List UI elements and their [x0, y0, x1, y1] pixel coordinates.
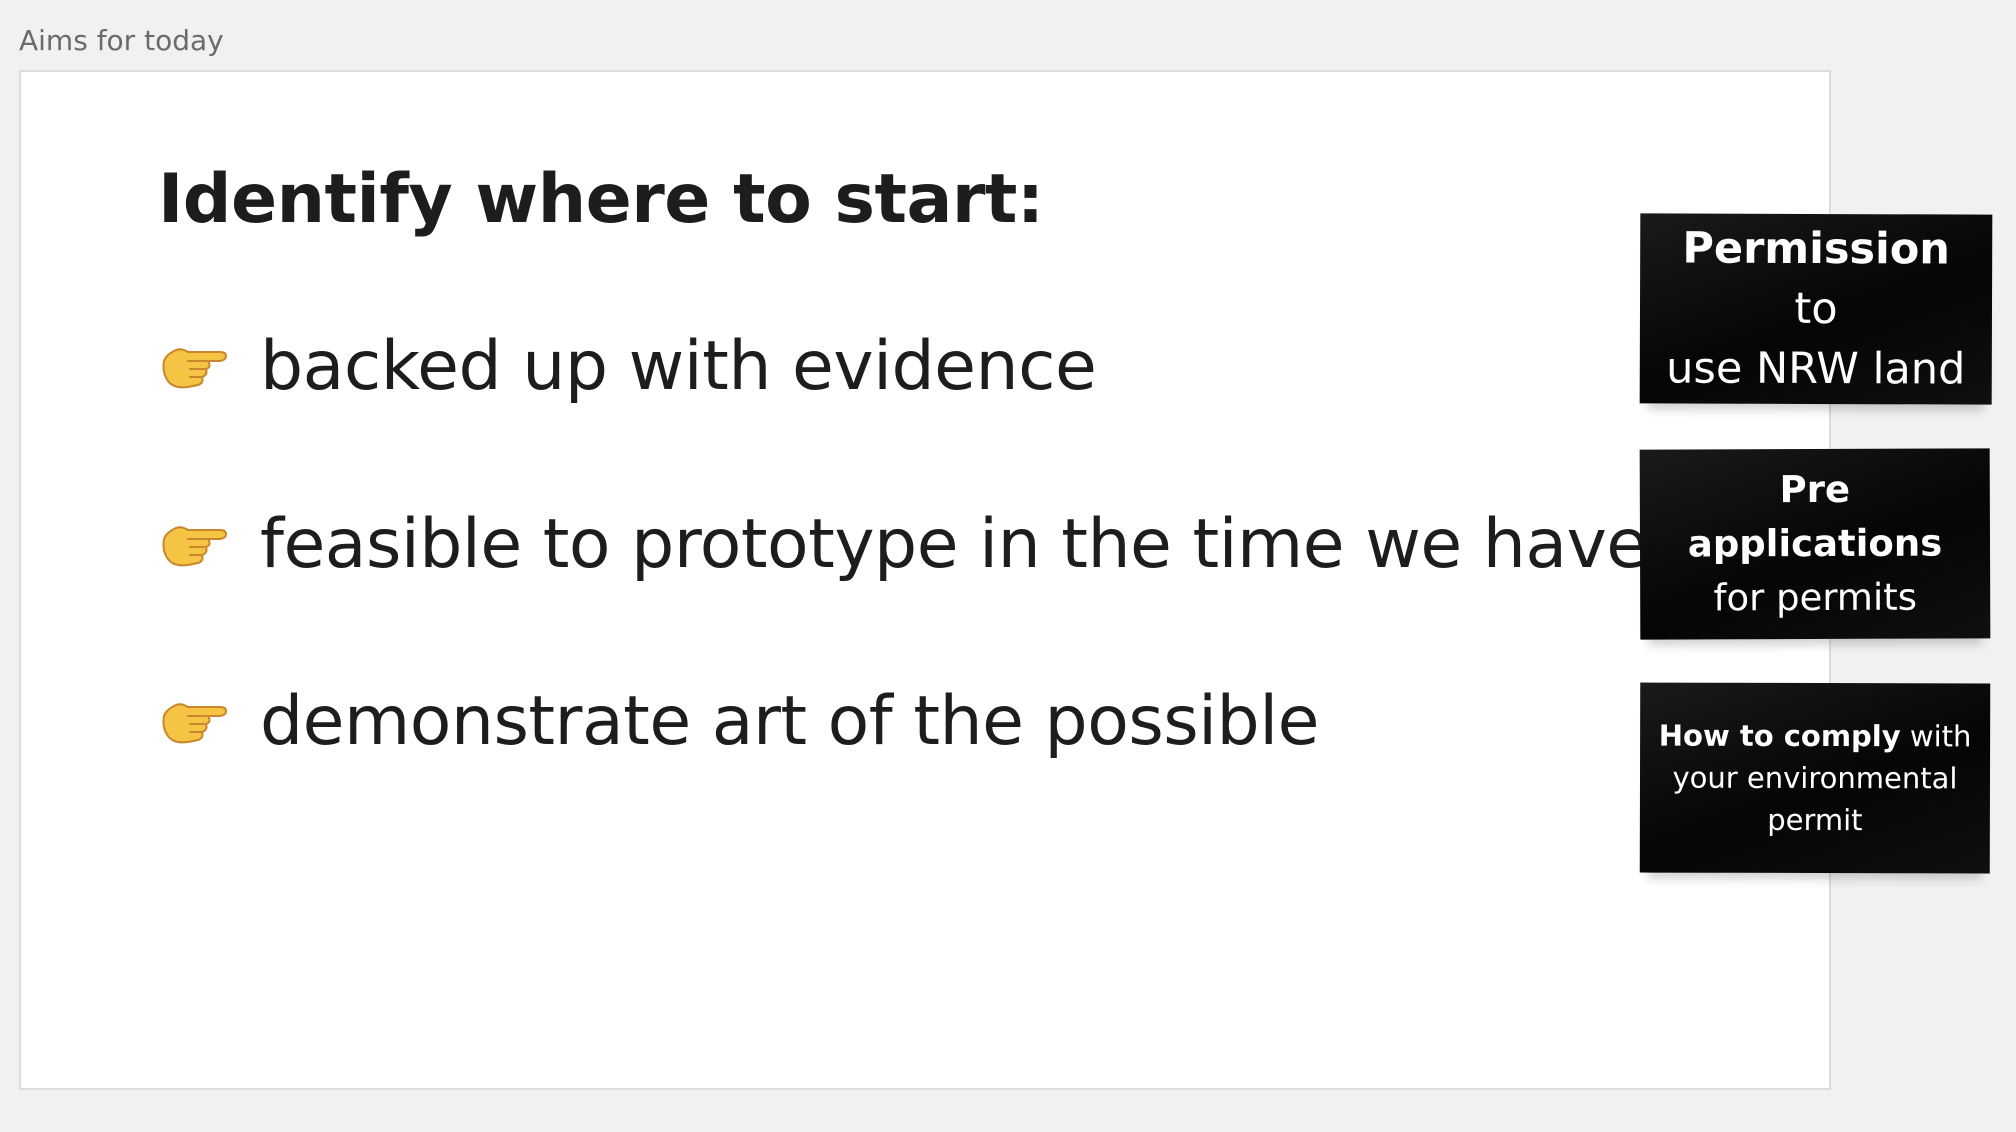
bullet-text: feasible to prototype in the time we hav… [260, 505, 1648, 584]
sticky-note-bold-text: Pre applications [1687, 467, 1943, 566]
sticky-note-permission[interactable]: Permission to use NRW land [1639, 213, 1993, 405]
sticky-note-how-to-comply[interactable]: How to comply with your environmental pe… [1639, 682, 1991, 874]
sticky-note-pre-applications[interactable]: Pre applications for permits [1639, 448, 1991, 640]
sticky-note-text: with [1900, 719, 1972, 754]
backhand-index-pointing-right-icon [162, 703, 228, 744]
sticky-note-line: Pre applications [1654, 462, 1976, 571]
sticky-note-text: your environmental [1672, 760, 1958, 796]
frame-title[interactable]: Aims for today [19, 24, 224, 57]
bullet-item: backed up with evidence [158, 325, 1097, 409]
sticky-note-text: for permits [1713, 575, 1918, 620]
sticky-note-line: How to comply with [1659, 715, 1972, 758]
slide-frame[interactable] [19, 70, 1831, 1090]
bullet-text: backed up with evidence [260, 327, 1097, 406]
sticky-note-text: to [1794, 283, 1838, 335]
slide-heading: Identify where to start: [158, 160, 1044, 239]
backhand-index-pointing-right-icon [162, 348, 228, 389]
bullet-item: feasible to prototype in the time we hav… [158, 503, 1648, 587]
bullet-text: demonstrate art of the possible [260, 682, 1319, 761]
bullet-item: demonstrate art of the possible [158, 680, 1319, 764]
sticky-note-line: Permission to [1654, 218, 1978, 339]
sticky-note-bold-text: How to comply [1658, 718, 1901, 754]
sticky-note-text: use NRW land [1666, 343, 1966, 395]
sticky-note-text: permit [1767, 802, 1863, 838]
backhand-index-pointing-right-icon [162, 526, 228, 567]
sticky-note-bold-text: Permission [1682, 223, 1951, 275]
